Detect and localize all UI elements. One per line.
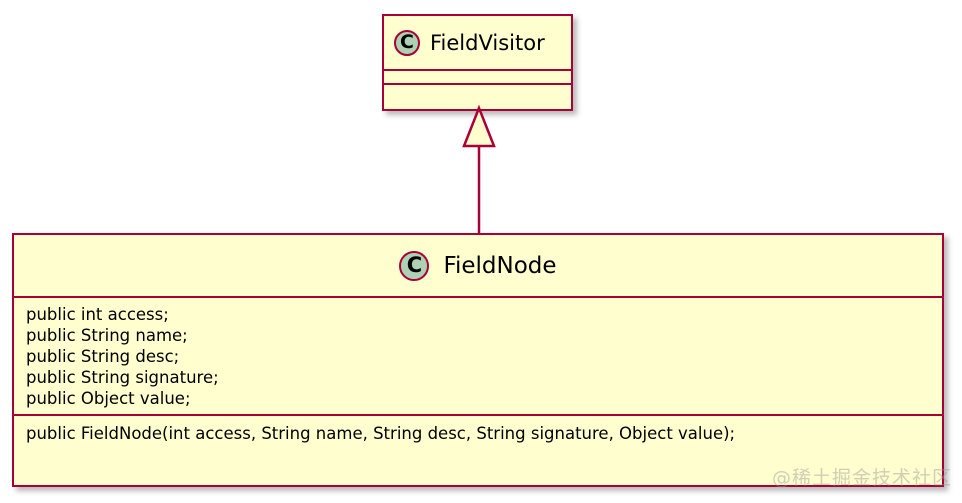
class-stereotype-icon: C xyxy=(399,250,430,281)
class-header-fieldvisitor: C FieldVisitor xyxy=(384,16,571,69)
uml-class-fieldvisitor[interactable]: C FieldVisitor xyxy=(382,14,573,111)
attribute-row: public String desc; xyxy=(26,347,180,366)
class-name-fieldvisitor: FieldVisitor xyxy=(430,30,545,55)
attribute-row: public Object value; xyxy=(26,389,191,408)
class-header-fieldnode: C FieldNode xyxy=(14,235,942,296)
class-stereotype-icon: C xyxy=(394,29,420,56)
attribute-row: public String signature; xyxy=(26,368,219,387)
attribute-row: public int access; xyxy=(26,305,169,324)
hollow-triangle-arrowhead xyxy=(462,104,496,148)
method-row: public FieldNode(int access, String name… xyxy=(26,424,736,443)
attributes-compartment-fieldvisitor xyxy=(384,69,571,83)
attributes-compartment-fieldnode: public int access; public String name; p… xyxy=(14,296,942,414)
generalization-arrow xyxy=(462,104,496,236)
class-name-fieldnode: FieldNode xyxy=(443,252,557,279)
methods-compartment-fieldnode: public FieldNode(int access, String name… xyxy=(14,414,942,455)
methods-compartment-fieldvisitor xyxy=(384,83,571,97)
uml-class-fieldnode[interactable]: C FieldNode public int access; public St… xyxy=(12,233,944,487)
attribute-row: public String name; xyxy=(26,326,188,345)
